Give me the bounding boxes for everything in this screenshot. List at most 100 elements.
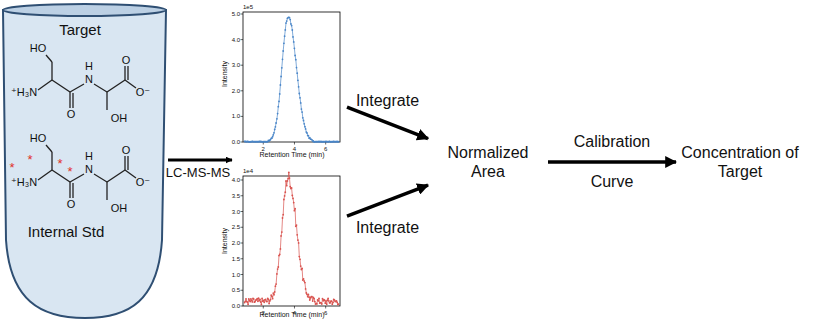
chromatogram-plot: IntensityRetention Time (min) bbox=[213, 2, 347, 160]
data-point bbox=[266, 301, 268, 303]
data-point bbox=[295, 59, 297, 61]
data-point bbox=[305, 131, 307, 133]
lc-arrow bbox=[168, 159, 232, 162]
atom-label: N bbox=[85, 73, 93, 86]
tick bbox=[294, 142, 295, 145]
tick-label: 0.0 bbox=[232, 139, 240, 146]
data-point bbox=[331, 300, 333, 302]
data-point bbox=[328, 300, 330, 302]
data-point bbox=[330, 300, 332, 302]
isotope-mark: * bbox=[9, 161, 14, 176]
data-point bbox=[333, 299, 335, 301]
data-point bbox=[310, 296, 312, 298]
tick bbox=[241, 306, 244, 307]
data-point bbox=[280, 76, 282, 78]
data-point bbox=[249, 301, 251, 303]
tick-label: 0.0 bbox=[232, 303, 240, 310]
data-point bbox=[280, 235, 282, 237]
tube-body bbox=[3, 10, 166, 318]
chemical-bond bbox=[69, 182, 70, 198]
data-point bbox=[272, 298, 274, 300]
tick bbox=[241, 65, 244, 66]
data-point bbox=[287, 180, 289, 182]
data-point bbox=[298, 256, 300, 258]
atom-label: OH bbox=[111, 202, 128, 215]
tick bbox=[241, 243, 244, 244]
data-point bbox=[327, 298, 329, 300]
node-label: Target bbox=[59, 21, 101, 38]
node-label: Retention Time (min) bbox=[260, 151, 325, 159]
chemical-bond bbox=[107, 170, 125, 182]
data-point bbox=[286, 185, 288, 187]
data-point bbox=[320, 302, 322, 304]
tick-label: 3.5 bbox=[232, 192, 240, 199]
data-point bbox=[313, 298, 315, 300]
chemical-bond bbox=[38, 80, 52, 90]
data-point bbox=[282, 217, 284, 219]
node-label: Internal Std bbox=[28, 223, 105, 240]
data-point bbox=[321, 303, 323, 305]
data-point bbox=[254, 301, 256, 303]
data-point bbox=[271, 296, 273, 298]
data-point bbox=[248, 298, 250, 300]
tick-label: 2 bbox=[262, 145, 265, 152]
data-point bbox=[303, 123, 305, 125]
data-point bbox=[291, 29, 293, 31]
chemical-bond bbox=[51, 152, 52, 170]
data-point bbox=[283, 42, 285, 44]
data-point bbox=[303, 278, 305, 280]
tick-label: 1.5 bbox=[232, 255, 240, 262]
chemical-bond bbox=[46, 145, 52, 152]
step-label: LC-MS-MS bbox=[166, 166, 230, 181]
data-point bbox=[284, 29, 286, 31]
chemical-bond bbox=[38, 170, 52, 180]
chemical-bond bbox=[52, 80, 70, 92]
flow-arrow bbox=[548, 160, 676, 164]
data-point bbox=[318, 297, 320, 299]
data-point bbox=[255, 299, 257, 301]
chemical-bond bbox=[125, 80, 136, 88]
chemical-bond bbox=[70, 84, 84, 92]
atom-label: O bbox=[122, 54, 131, 67]
data-point bbox=[261, 304, 263, 306]
data-point bbox=[329, 302, 331, 304]
flow-arrow bbox=[347, 107, 428, 139]
data-point bbox=[301, 268, 303, 270]
data-point bbox=[275, 285, 277, 287]
data-point bbox=[296, 67, 298, 69]
data-point bbox=[246, 301, 248, 303]
data-point bbox=[304, 282, 306, 284]
data-point bbox=[336, 302, 338, 304]
atom-label: O⁻ bbox=[136, 86, 150, 99]
data-point bbox=[291, 25, 293, 27]
data-point bbox=[310, 138, 312, 140]
chemical-bond bbox=[127, 66, 128, 80]
data-point bbox=[304, 126, 306, 128]
data-point bbox=[273, 132, 275, 134]
data-point bbox=[251, 301, 253, 303]
tick bbox=[294, 306, 295, 309]
plot-frame bbox=[243, 12, 340, 142]
tick-label: 2.5 bbox=[232, 224, 240, 231]
tick bbox=[241, 14, 244, 15]
data-point bbox=[268, 140, 270, 142]
edge-label: Integrate bbox=[356, 92, 419, 110]
data-point bbox=[284, 191, 286, 193]
plot-canvas bbox=[213, 2, 347, 160]
data-point bbox=[301, 108, 303, 110]
atom-label: O bbox=[67, 198, 76, 211]
data-point bbox=[299, 97, 301, 99]
tick-label: 4 bbox=[293, 145, 296, 152]
data-point bbox=[268, 298, 270, 300]
data-point bbox=[338, 141, 340, 143]
data-point bbox=[298, 86, 300, 88]
result-text: Concentration of Target bbox=[681, 143, 799, 181]
data-point bbox=[286, 20, 288, 22]
tick bbox=[241, 116, 244, 117]
data-point bbox=[263, 301, 265, 303]
atom-label: HO bbox=[30, 132, 47, 145]
data-point bbox=[299, 258, 301, 260]
data-point bbox=[338, 303, 340, 305]
data-point bbox=[245, 298, 247, 300]
data-point bbox=[277, 113, 279, 115]
